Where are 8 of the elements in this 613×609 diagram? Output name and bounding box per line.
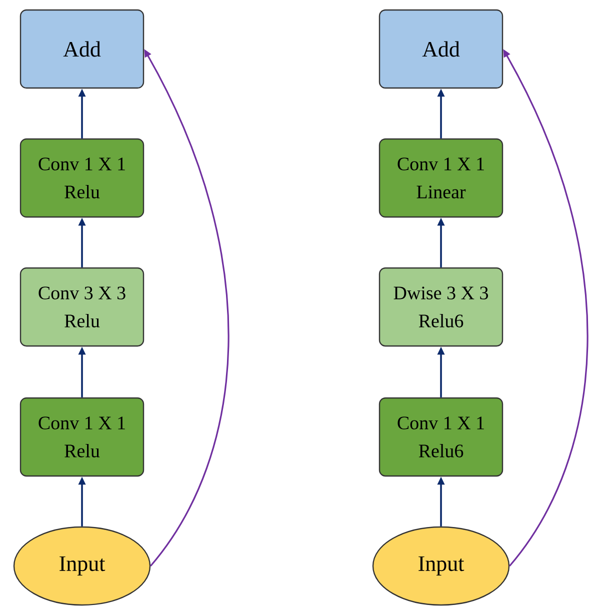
conv-box: Conv 3 X 3 Relu [20, 267, 144, 347]
conv-box: Conv 1 X 1 Linear [378, 138, 504, 218]
conv-box: Conv 1 X 1 Relu [20, 138, 144, 218]
conv-box: Conv 1 X 1 Relu [20, 397, 144, 477]
add-box: Add [378, 9, 504, 89]
conv-box: Conv 1 X 1 Relu6 [378, 397, 504, 477]
add-box: Add [20, 9, 144, 89]
conv-box: Dwise 3 X 3 Relu6 [378, 267, 504, 347]
